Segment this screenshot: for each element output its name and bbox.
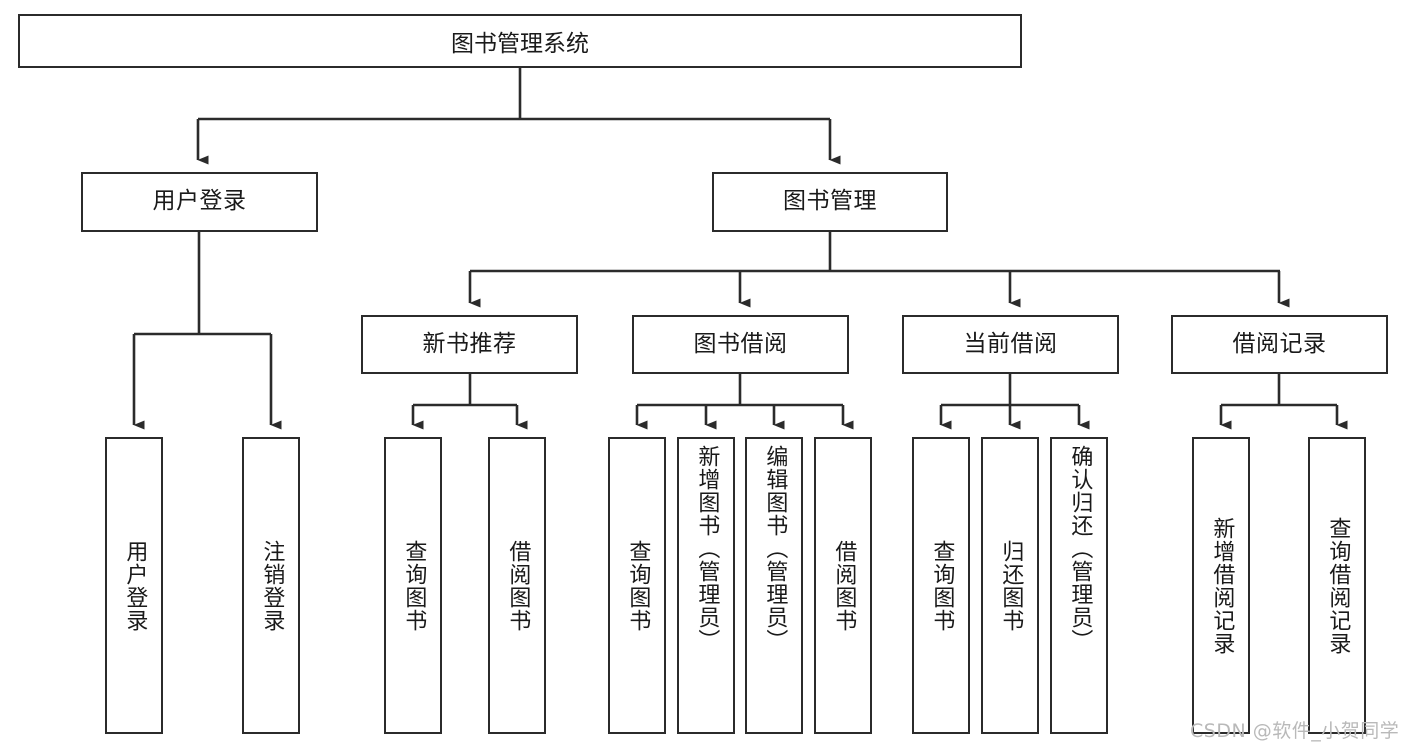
leaf-query-book-3[interactable]: 查询图书 [912,437,970,734]
leaf-logout-login[interactable]: 注销登录 [242,437,300,734]
node-label: 借阅图书 [505,539,531,632]
node-label: 注销登录 [259,539,285,632]
leaf-return-book[interactable]: 归还图书 [981,437,1039,734]
node-label: 当前借阅 [963,330,1058,357]
node-book-borrow[interactable]: 图书借阅 [632,315,849,374]
node-borrow-record[interactable]: 借阅记录 [1171,315,1388,374]
node-new-book-recommend[interactable]: 新书推荐 [361,315,578,374]
node-label: 查询图书 [929,539,955,632]
node-label: 图书借阅 [693,330,788,357]
node-label: 新增图书（管理员） [694,445,720,652]
leaf-query-borrow-record[interactable]: 查询借阅记录 [1308,437,1366,734]
node-label: 借阅记录 [1232,330,1327,357]
leaf-query-book-1[interactable]: 查询图书 [384,437,442,734]
node-label: 归还图书 [998,539,1024,632]
leaf-add-book-admin[interactable]: 新增图书（管理员） [677,437,735,734]
node-label: 用户登录 [152,188,247,215]
watermark-text: CSDN @软件_小贺同学 [1190,720,1400,742]
node-book-manage[interactable]: 图书管理 [712,172,948,232]
node-user-login[interactable]: 用户登录 [81,172,318,232]
node-label: 确认归还（管理员） [1067,445,1093,652]
node-label: 新增借阅记录 [1209,516,1235,655]
node-label: 图书管理系统 [451,31,589,57]
node-root-system[interactable]: 图书管理系统 [18,14,1022,68]
node-current-borrow[interactable]: 当前借阅 [902,315,1119,374]
node-label: 用户登录 [122,539,148,632]
leaf-add-borrow-record[interactable]: 新增借阅记录 [1192,437,1250,734]
leaf-borrow-book-2[interactable]: 借阅图书 [814,437,872,734]
node-label: 图书管理 [783,188,877,215]
node-label: 借阅图书 [831,539,857,632]
leaf-confirm-return-admin[interactable]: 确认归还（管理员） [1050,437,1108,734]
leaf-user-login[interactable]: 用户登录 [105,437,163,734]
leaf-borrow-book-1[interactable]: 借阅图书 [488,437,546,734]
leaf-query-book-2[interactable]: 查询图书 [608,437,666,734]
node-label: 新书推荐 [422,330,517,357]
leaf-edit-book-admin[interactable]: 编辑图书（管理员） [745,437,803,734]
node-label: 编辑图书（管理员） [762,445,788,652]
node-label: 查询图书 [401,539,427,632]
node-label: 查询图书 [625,539,651,632]
node-label: 查询借阅记录 [1325,516,1351,655]
